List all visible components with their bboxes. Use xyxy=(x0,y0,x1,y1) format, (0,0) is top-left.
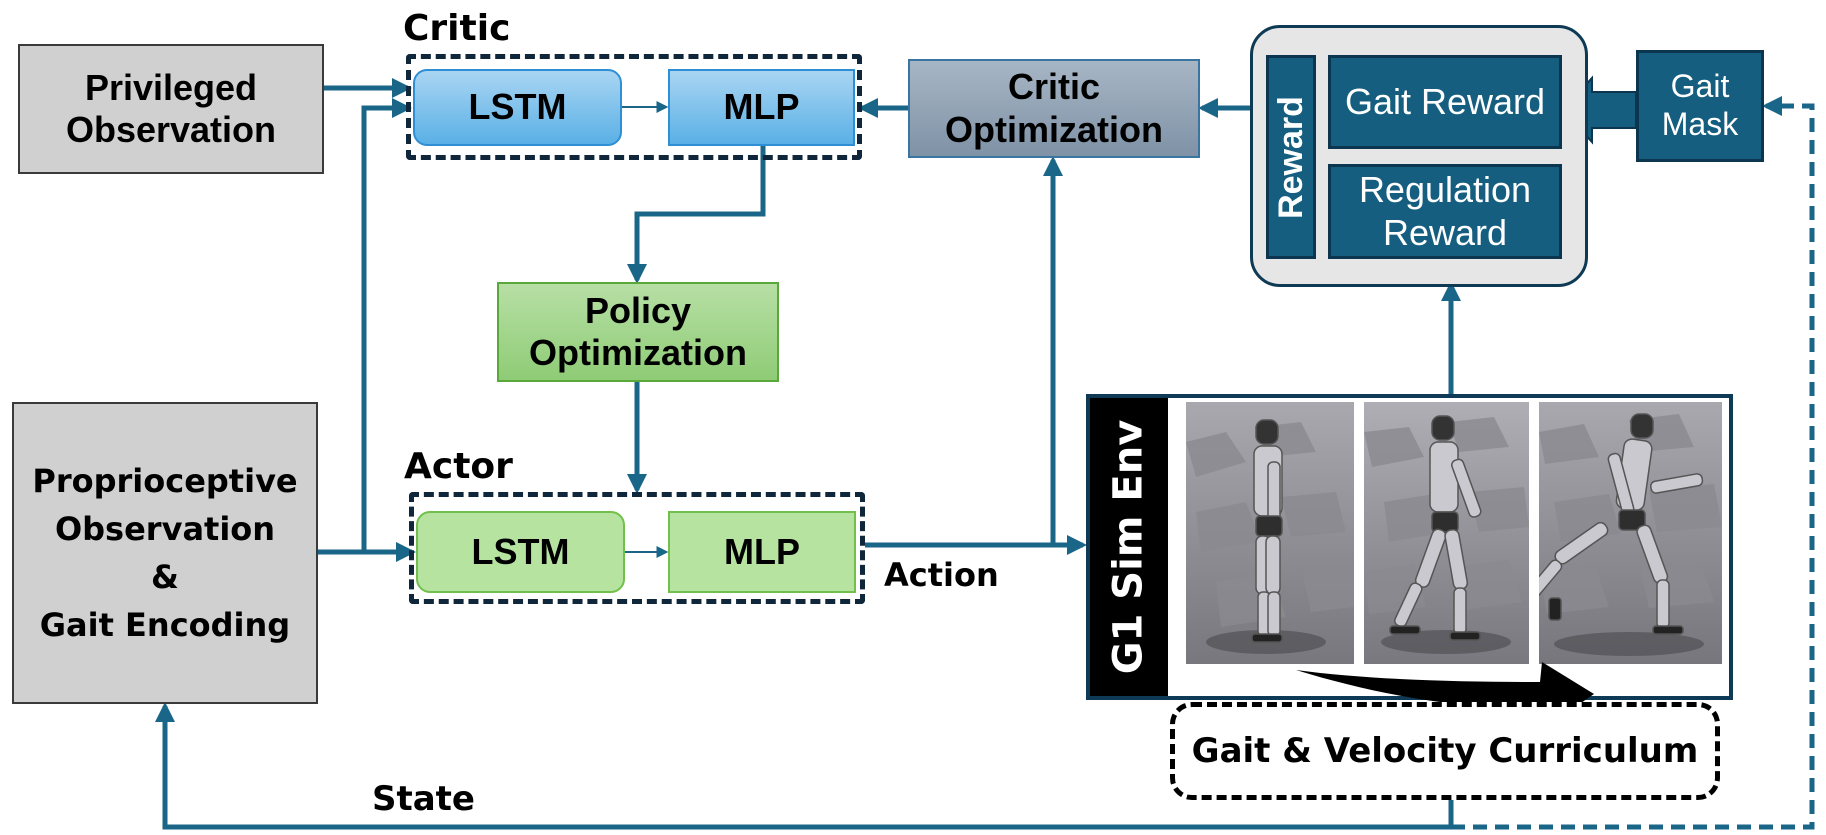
arrow-critic-to-policy xyxy=(627,146,766,284)
robot-standing-image xyxy=(1186,402,1354,664)
critic-title: Critic xyxy=(403,8,511,49)
robot-walking-image xyxy=(1364,402,1529,664)
proprio-line-3: & xyxy=(151,558,179,596)
state-label: State xyxy=(372,779,475,819)
gait-reward-label: Gait Reward xyxy=(1344,80,1546,122)
curriculum-progress-arrow xyxy=(1296,662,1594,730)
regulation-reward-box: Regulation Reward xyxy=(1328,164,1562,259)
critic-mlp-label: MLP xyxy=(723,86,800,128)
policy-optimization-box: Policy Optimization xyxy=(497,282,779,382)
proprioceptive-observation-box: Proprioceptive Observation & Gait Encodi… xyxy=(12,402,318,704)
proprio-line-1: Proprioceptive xyxy=(32,462,298,500)
sim-frame-2 xyxy=(1364,402,1529,664)
gait-velocity-curriculum-box: Gait & Velocity Curriculum xyxy=(1170,702,1720,800)
privileged-observation-box: Privileged Observation xyxy=(18,44,324,174)
actor-mlp-box: MLP xyxy=(668,511,856,593)
actor-lstm-label: LSTM xyxy=(471,530,570,572)
sim-env-tag: G1 Sim Env xyxy=(1090,398,1166,696)
action-label: Action xyxy=(884,556,999,594)
gait-mask-box: Gait Mask xyxy=(1636,50,1764,162)
critic-lstm-box: LSTM xyxy=(413,69,622,146)
sim-frame-3 xyxy=(1539,402,1722,664)
actor-group xyxy=(409,492,865,604)
sim-frame-1 xyxy=(1186,402,1354,664)
critic-optimization-label: Critic Optimization xyxy=(945,66,1163,150)
policy-optimization-label: Policy Optimization xyxy=(529,289,747,373)
reward-tag: Reward xyxy=(1266,55,1316,259)
actor-lstm-box: LSTM xyxy=(416,511,625,593)
arrow-proprio-to-critic xyxy=(361,98,412,552)
robot-striding-image xyxy=(1539,402,1722,664)
proprio-line-4: Gait Encoding xyxy=(39,606,291,644)
arrow-state-loop xyxy=(155,702,1454,830)
curriculum-label: Gait & Velocity Curriculum xyxy=(1191,731,1699,771)
arrow-gait-mask-loop xyxy=(1451,96,1815,830)
gait-mask-label: Gait Mask xyxy=(1661,68,1739,142)
privileged-observation-label: Privileged Observation xyxy=(65,66,277,150)
actor-title: Actor xyxy=(404,446,513,487)
critic-mlp-box: MLP xyxy=(668,69,855,146)
proprio-line-2: Observation xyxy=(54,510,276,548)
sim-env-label: G1 Sim Env xyxy=(1105,419,1151,675)
reward-tag-label: Reward xyxy=(1271,95,1310,219)
critic-lstm-label: LSTM xyxy=(468,86,567,128)
critic-optimization-box: Critic Optimization xyxy=(908,59,1200,158)
critic-group xyxy=(406,54,862,160)
actor-mlp-label: MLP xyxy=(724,530,800,572)
regulation-reward-label: Regulation Reward xyxy=(1358,169,1532,253)
gait-reward-box: Gait Reward xyxy=(1328,55,1562,149)
